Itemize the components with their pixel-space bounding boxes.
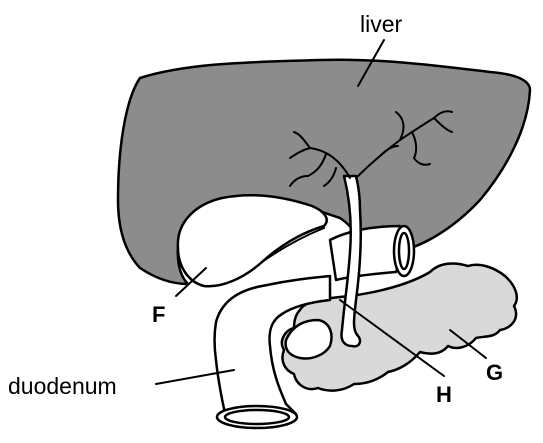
pancreatic-duct-entry (286, 320, 332, 359)
label-F: F (152, 302, 165, 327)
stomach-tube (330, 226, 403, 280)
label-liver: liver (360, 11, 403, 37)
label-G: G (486, 360, 503, 385)
label-duodenum: duodenum (8, 373, 117, 399)
label-H: H (436, 382, 452, 407)
